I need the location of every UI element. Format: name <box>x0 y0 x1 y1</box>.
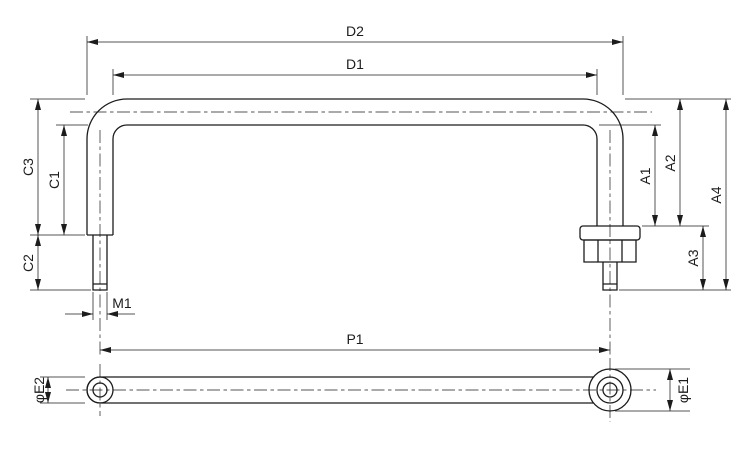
dim-label-a2: A2 <box>662 154 678 171</box>
dim-label-m1: M1 <box>112 295 132 311</box>
dim-label-p1: P1 <box>346 331 363 347</box>
dim-label-e1: φE1 <box>675 377 691 403</box>
extension-lines-path <box>30 36 731 412</box>
right-hex-nut <box>583 239 637 263</box>
dim-label-d2: D2 <box>346 23 364 39</box>
dim-label-d1: D1 <box>346 56 364 72</box>
dim-label-a4: A4 <box>708 186 724 203</box>
dim-label-a3: A3 <box>685 249 701 266</box>
dim-label-e2: φE2 <box>31 377 47 403</box>
dim-label-c3: C3 <box>20 158 36 176</box>
dim-label-a1: A1 <box>637 167 653 184</box>
centerlines <box>66 111 656 422</box>
dim-label-c1: C1 <box>46 171 62 189</box>
front-view <box>86 98 641 291</box>
dimension-lines <box>35 39 729 411</box>
handle-outline <box>86 98 624 236</box>
extension-lines <box>30 36 731 412</box>
dimension-labels: D2 D1 P1 M1 C3 C1 C2 A1 A2 A3 A4 φE2 φE1 <box>20 23 724 403</box>
dim-label-c2: C2 <box>20 254 36 272</box>
